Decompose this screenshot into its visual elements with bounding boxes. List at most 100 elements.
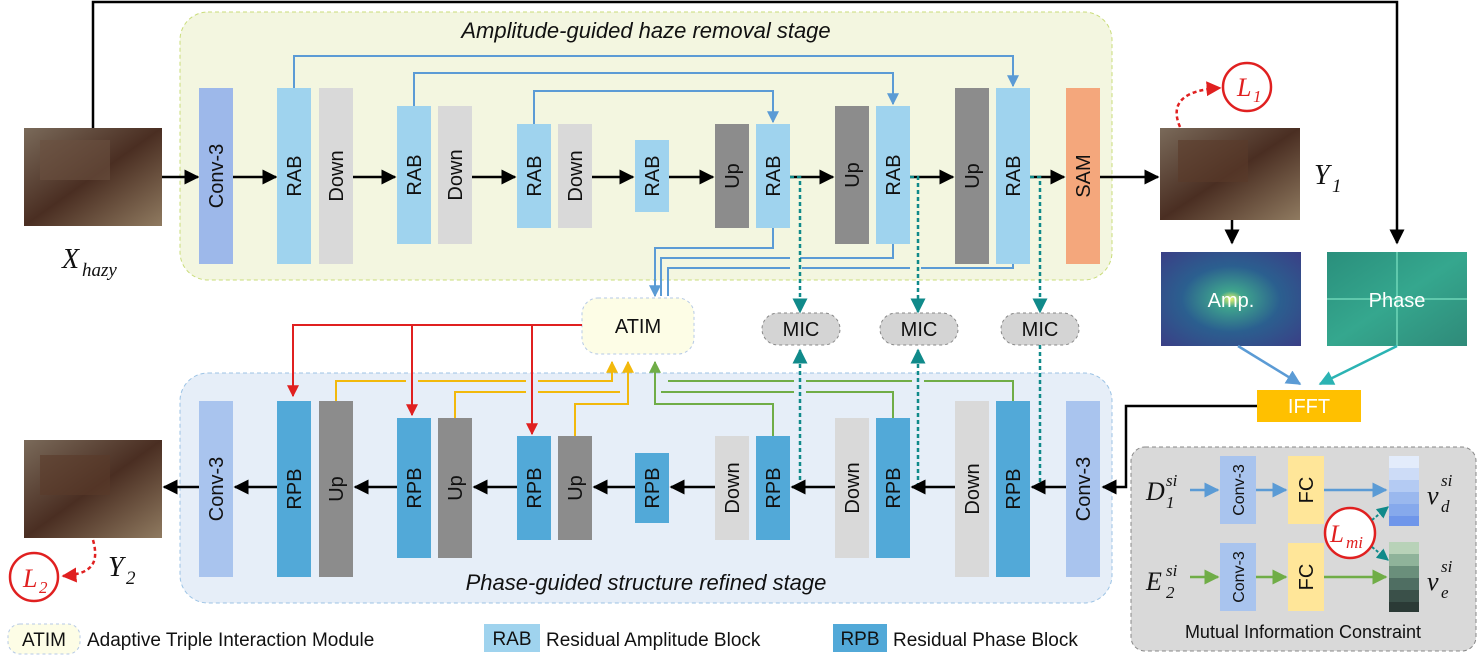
rab6-to-mic2 [910,175,926,314]
d-label: D [1145,477,1165,506]
lmi-loss-circle [1323,506,1377,560]
rab-block-2 [397,106,431,244]
fc-block-d [1288,456,1324,524]
ifft-label: IFFT [1288,396,1330,418]
legend-rpb-text: Residual Phase Block [893,630,1078,651]
y2-to-l2-arrow [61,539,97,583]
vd-cell-2 [1389,468,1419,480]
hazy-input-cabinet [40,140,110,180]
l1-loss-circle [1221,61,1273,113]
amp-label: Amp. [1208,290,1255,312]
conv3-top-block [199,88,233,264]
ve-subscript: e [1441,583,1449,602]
ve-label: v [1427,567,1439,596]
up1-to-atim [335,362,612,401]
down-label-2: Down [445,149,467,200]
down-bottom-label-3: Down [962,463,984,514]
legend-atim-swatch [7,623,81,655]
lmi-subscript: mi [1346,533,1363,552]
conv3-bottom-block-left [199,401,233,577]
y1-label: Y [1314,160,1333,191]
rab6-to-atim [660,244,894,296]
rpb5-to-atim [649,360,774,436]
vd-cell-6 [1389,516,1419,526]
mic-block-3 [1000,312,1080,346]
vd-cell-4 [1389,492,1419,504]
lmi-to-ve-arrow [1371,546,1389,561]
legend-atim-text: Adaptive Triple Interaction Module [87,630,374,651]
fc-block-e [1288,543,1324,611]
down-block-2 [438,106,472,244]
lmi-label: L [1329,521,1344,548]
rab5-to-atim [649,228,774,298]
fc-label-d: FC [1296,477,1318,504]
up-block-2 [835,106,869,244]
rab-block-4 [635,140,669,212]
vd-label: v [1427,481,1439,510]
y1-output-cabinet [1178,140,1248,182]
up3-to-atim [574,360,634,436]
down-label-3: Down [565,150,587,201]
down-bottom-block-1 [715,436,749,540]
legend-atim-abbr: ATIM [22,630,66,651]
l1-label: L [1236,73,1251,102]
rab-label-5: RAB [763,155,785,196]
amp-to-ifft-arrow [1237,344,1302,386]
rab-label-7: RAB [1003,155,1025,196]
up-label-3: Up [962,163,984,189]
legend-rab-abbr: RAB [492,629,531,650]
conv3-bottom-block-right [1066,401,1100,577]
rpb-block-2 [397,418,431,558]
up-bottom-label-3: Up [565,475,587,501]
rab-block-6 [876,106,910,244]
mic-conv3-label-d: Conv-3 [1231,464,1248,516]
down-bottom-block-2 [835,418,869,558]
mic-label-2: MIC [901,319,938,341]
rab-block-5 [756,124,790,228]
rab-block-1 [277,88,311,264]
mic-label-3: MIC [1022,319,1059,341]
up-bottom-label-2: Up [445,475,467,501]
hazy-to-phase-arrow [91,0,1405,245]
rpb-block-7 [996,401,1030,577]
ve-cell-5 [1389,590,1419,602]
rab-label-4: RAB [642,155,664,196]
up-bottom-block-1 [319,401,353,577]
y1-subscript: 1 [1332,176,1342,197]
rpb-block-1 [277,401,311,577]
l1-subscript: 1 [1253,87,1262,106]
vd-cell-3 [1389,480,1419,492]
rpb-label-4: RPB [642,467,664,508]
rpb-block-3 [517,436,551,540]
ve-cell-1 [1389,542,1419,554]
down-block-3 [558,124,592,228]
rpb7-to-atim [668,380,1014,401]
atim-label: ATIM [615,316,661,338]
rpb-label-5: RPB [763,467,785,508]
rab7-to-atim [667,264,1014,296]
d-subscript: 1 [1166,493,1175,512]
sam-label: SAM [1073,154,1095,197]
y2-output-cabinet [40,455,110,495]
e-label: E [1145,567,1162,596]
skip-rab2-rab6 [413,72,899,106]
up2-to-atim [454,391,620,418]
vd-cell-5 [1389,504,1419,516]
phase-stage-title: Phase-guided structure refined stage [466,570,827,595]
rpb-label-6: RPB [883,467,905,508]
x-hazy-label: X [61,244,80,275]
ve-cell-2 [1389,554,1419,566]
mic-block-2 [879,312,959,346]
skip-rab3-rab5 [533,90,779,124]
rpb-block-6 [876,418,910,558]
rpb-label-3: RPB [524,467,546,508]
ve-cell-6 [1389,602,1419,612]
phase-label: Phase [1369,290,1426,312]
up-label-2: Up [842,162,864,188]
down-label-1: Down [326,150,348,201]
up-label-1: Up [722,163,744,189]
conv3-bottom-label-right: Conv-3 [1073,457,1095,521]
ve-cell-4 [1389,578,1419,590]
phase-to-ifft-arrow [1318,344,1398,386]
rpb-block-4 [635,453,669,523]
